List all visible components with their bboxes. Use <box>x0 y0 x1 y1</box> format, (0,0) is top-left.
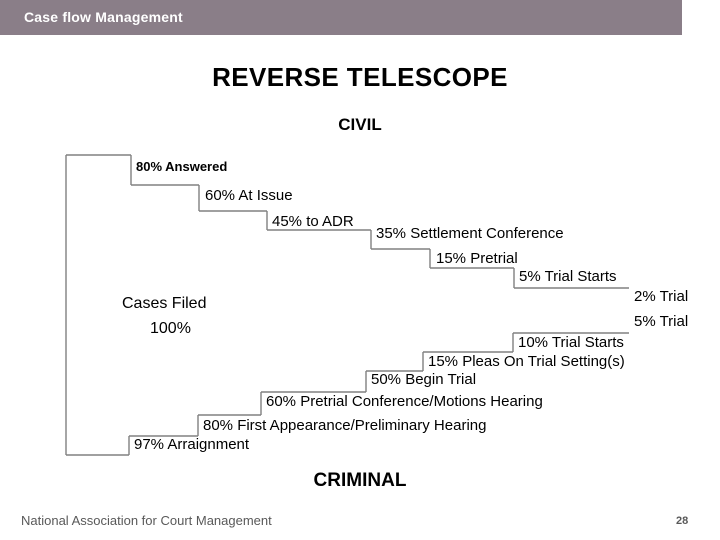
center-label-line1: Cases Filed <box>122 295 207 312</box>
footer-page-number: 28 <box>676 515 689 527</box>
civil-step-label-6: 2% Trial <box>634 288 689 305</box>
criminal-step-label-2: 15% Pleas On Trial Setting(s) <box>428 353 625 370</box>
criminal-step-label-6: 97% Arraignment <box>134 436 250 453</box>
header-title: Case flow Management <box>24 9 183 25</box>
civil-step-label-5: 5% Trial Starts <box>519 268 617 285</box>
center-label-line2: 100% <box>150 320 191 337</box>
civil-category-label: CIVIL <box>338 115 382 134</box>
civil-step-label-2: 45% to ADR <box>272 213 354 230</box>
civil-step-label-4: 15% Pretrial <box>436 250 518 267</box>
footer-organization: National Association for Court Managemen… <box>21 513 272 528</box>
criminal-step-label-5: 80% First Appearance/Preliminary Hearing <box>203 417 487 434</box>
criminal-step-label-3: 50% Begin Trial <box>371 371 477 388</box>
civil-step-label-1: 60% At Issue <box>205 187 293 204</box>
civil-step-label-3: 35% Settlement Conference <box>376 225 564 242</box>
criminal-step-label-1: 10% Trial Starts <box>518 334 624 351</box>
criminal-step-label-4: 60% Pretrial Conference/Motions Hearing <box>266 393 543 410</box>
criminal-category-label: CRIMINAL <box>313 470 407 491</box>
criminal-step-label-0: 5% Trial <box>634 313 689 330</box>
page-title: REVERSE TELESCOPE <box>212 62 508 92</box>
header-bar <box>0 0 682 35</box>
civil-step-label-0: 80% Answered <box>136 159 228 174</box>
